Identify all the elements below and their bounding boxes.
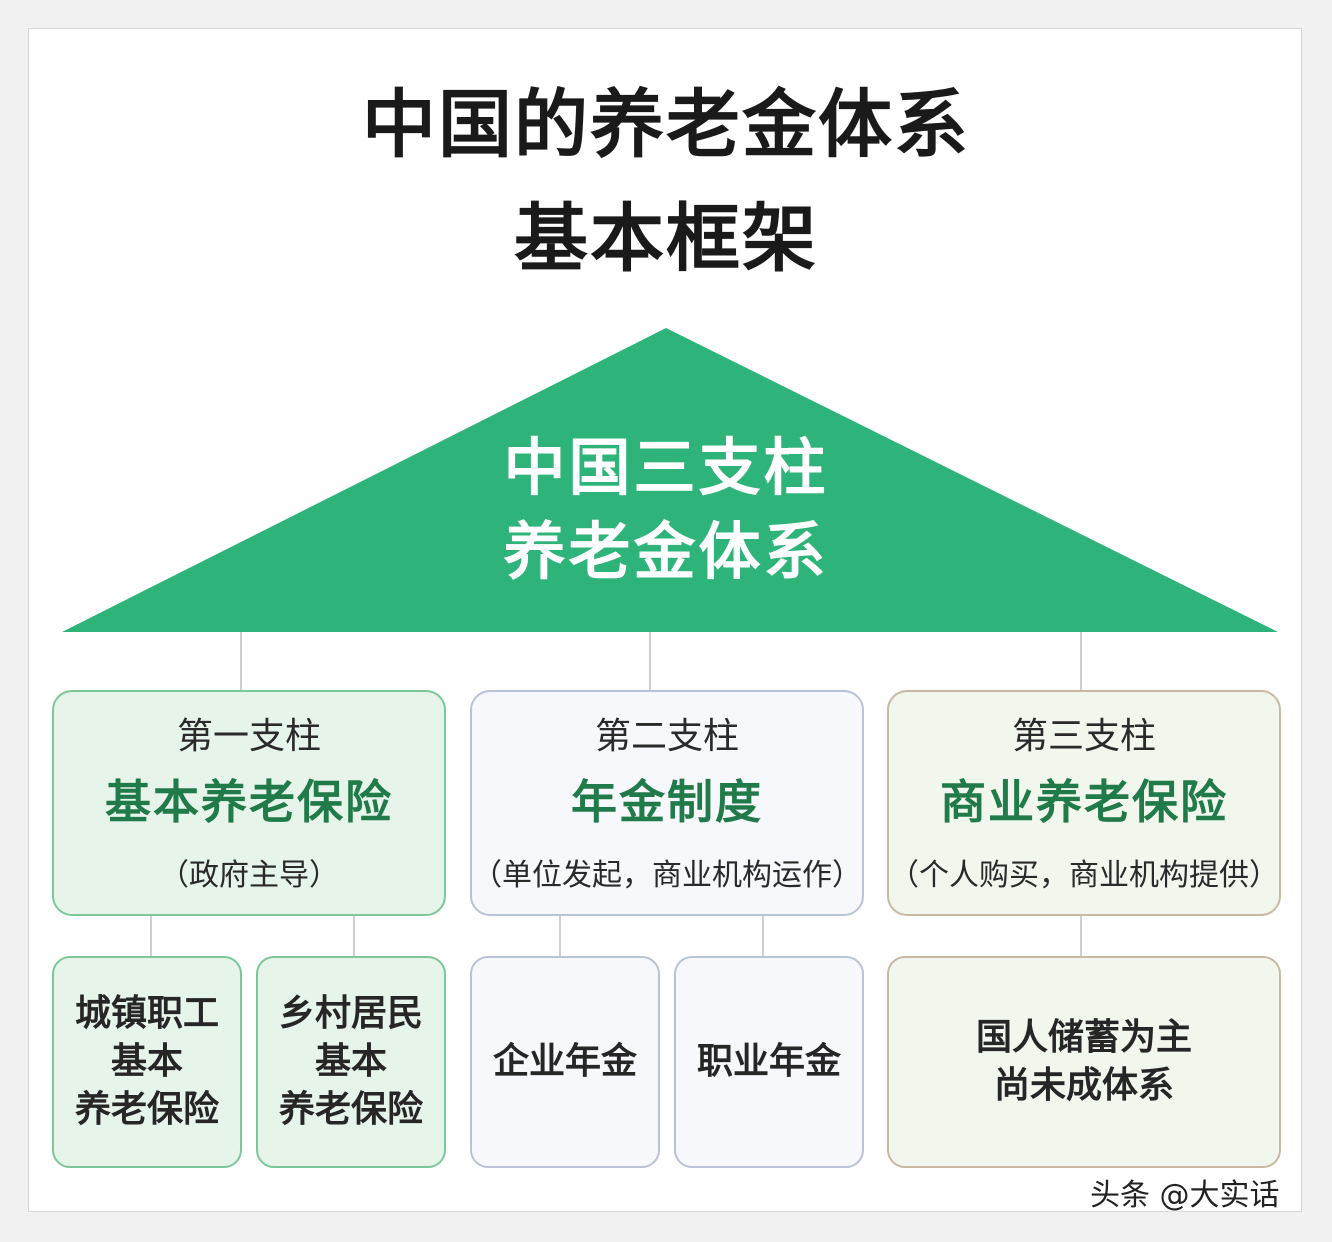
pillar-number: 第一支柱 <box>176 716 321 757</box>
roof-label-line1: 中国三支柱 <box>503 431 829 504</box>
subitem-personal-savings: 国人储蓄为主 尚未成体系 <box>887 956 1281 1168</box>
watermark: 头条 @大实话 <box>1090 1178 1280 1213</box>
subitem-urban-employee-pension: 城镇职工 基本 养老保险 <box>52 956 242 1168</box>
pillar-name: 基本养老保险 <box>105 775 393 829</box>
subitem-line: 职业年金 <box>696 1041 841 1082</box>
pillar-note: （个人购买，商业机构提供） <box>889 858 1279 893</box>
pillar-first: 第一支柱 基本养老保险 （政府主导） <box>52 690 446 916</box>
pillar-third: 第三支柱 商业养老保险 （个人购买，商业机构提供） <box>887 690 1281 916</box>
pillar-name: 商业养老保险 <box>940 775 1228 829</box>
subitem-line: 尚未成体系 <box>993 1065 1174 1106</box>
subitem-line: 养老保险 <box>278 1089 423 1130</box>
page-title-line1: 中国的养老金体系 <box>362 82 970 168</box>
pillar-second: 第二支柱 年金制度 （单位发起，商业机构运作） <box>470 690 864 916</box>
subitem-line: 企业年金 <box>492 1041 637 1082</box>
subitem-rural-resident-pension: 乡村居民 基本 养老保险 <box>256 956 446 1168</box>
subitem-line: 城镇职工 <box>74 993 219 1034</box>
pillar-note: （单位发起，商业机构运作） <box>472 858 862 893</box>
subitem-line: 基本 <box>314 1041 387 1082</box>
pillar-number: 第三支柱 <box>1011 716 1156 757</box>
roof-triangle <box>62 328 1278 632</box>
subitem-enterprise-annuity: 企业年金 <box>470 956 660 1168</box>
subitem-line: 国人储蓄为主 <box>975 1017 1192 1058</box>
roof-label-line2: 养老金体系 <box>503 515 829 588</box>
subitem-line: 基本 <box>110 1041 183 1082</box>
subitem-line: 乡村居民 <box>278 993 423 1034</box>
subitem-occupational-annuity: 职业年金 <box>674 956 864 1168</box>
pillar-note: （政府主导） <box>159 858 339 893</box>
page-title-line2: 基本框架 <box>514 196 818 282</box>
pillar-name: 年金制度 <box>571 775 763 829</box>
subitem-line: 养老保险 <box>74 1089 219 1130</box>
pillar-number: 第二支柱 <box>594 716 739 757</box>
